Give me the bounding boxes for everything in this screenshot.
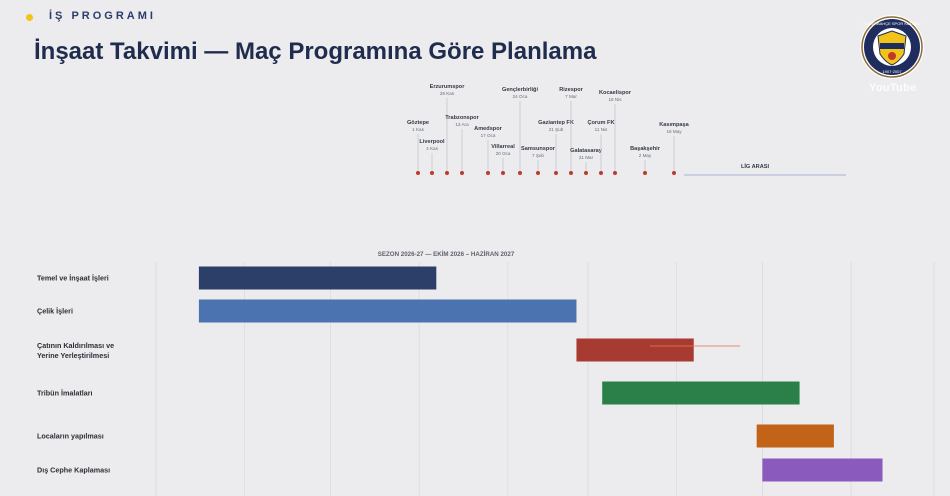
match-dot-10	[569, 171, 573, 175]
match-name-10: Rizespor	[559, 87, 583, 93]
match-date-5: 17 Oca	[481, 133, 496, 138]
match-date-10: 7 Mar	[565, 94, 577, 99]
match-dot-13	[613, 171, 617, 175]
task-bar-3	[576, 338, 694, 362]
task-label-1: Temel ve İnşaat İşleri	[37, 274, 109, 283]
match-name-3: Erzurumspor	[430, 84, 466, 90]
match-date-7: 24 Oca	[513, 94, 528, 99]
match-name-1: Göztepe	[407, 120, 429, 126]
match-date-15: 16 May	[666, 129, 682, 134]
task-bar-2	[198, 299, 577, 323]
task-bar-4	[602, 381, 800, 405]
task-bar-5	[756, 424, 834, 448]
match-name-7: Gençlerbirliği	[502, 87, 539, 93]
match-dot-8	[536, 171, 540, 175]
match-date-13: 18 Nis	[608, 97, 622, 102]
match-name-8: Samsunspor	[521, 146, 556, 152]
match-date-9: 21 Şub	[549, 127, 564, 132]
page-title: İnşaat Takvimi — Maç Programına Göre Pla…	[34, 38, 597, 65]
break-label: LİG ARASI	[741, 163, 770, 170]
match-dot-6	[501, 171, 505, 175]
match-dot-11	[584, 171, 588, 175]
match-date-11: 21 Mar	[579, 155, 594, 160]
match-dot-7	[518, 171, 522, 175]
task-label-2: Çelik İşleri	[37, 307, 73, 316]
match-date-6: 20 Oca	[496, 151, 511, 156]
match-date-12: 11 Nis	[595, 127, 608, 132]
task-bar-1	[198, 266, 437, 290]
header-accent-dot	[26, 14, 33, 21]
match-name-12: Çorum FK	[587, 120, 614, 126]
match-name-2: Liverpool	[419, 139, 445, 145]
chart-title: SEZON 2026-27 — EKİM 2026 – HAZİRAN 2027	[378, 251, 515, 258]
match-dot-15	[672, 171, 676, 175]
task-bar-6	[762, 458, 883, 482]
match-dot-4	[460, 171, 464, 175]
match-date-1: 1 Kas	[412, 127, 424, 132]
section-label: İŞ PROGRAMI	[49, 10, 156, 22]
match-dot-14	[643, 171, 647, 175]
match-dot-2	[430, 171, 434, 175]
match-date-3: 29 Kas	[440, 91, 455, 96]
match-date-8: 7 Şub	[532, 153, 544, 158]
crest-year-text: 1907·2007	[882, 69, 902, 74]
crest-ring-text: FENERBAHÇE SPOR KULÜBÜ	[863, 21, 920, 26]
club-crest-icon: FENERBAHÇE SPOR KULÜBÜ 1907·2007	[860, 15, 924, 79]
match-date-2: 4 Kas	[426, 146, 438, 151]
task-label-6: Dış Cephe Kaplaması	[37, 466, 110, 475]
match-dot-5	[486, 171, 490, 175]
match-name-14: Başakşehir	[630, 146, 661, 152]
match-name-5: Amedspor	[474, 126, 502, 132]
match-dot-3	[445, 171, 449, 175]
match-name-11: Galatasaray	[570, 148, 603, 154]
match-name-4: Trabzonspor	[445, 115, 479, 121]
match-name-13: Kocaelispor	[599, 90, 632, 96]
task-label-5: Locaların yapılması	[37, 432, 104, 441]
youtube-watermark: YouTube	[869, 82, 917, 94]
match-date-4: 13 Ara	[455, 122, 469, 127]
match-dot-1	[416, 171, 420, 175]
match-date-14: 2 May	[639, 153, 652, 158]
match-name-15: Kasımpaşa	[659, 122, 689, 128]
match-name-9: Gaziantep FK	[538, 120, 574, 126]
task-label-4: Tribün İmalatları	[37, 389, 93, 398]
match-dot-12	[599, 171, 603, 175]
match-name-6: Villarreal	[491, 144, 515, 150]
match-dot-9	[554, 171, 558, 175]
